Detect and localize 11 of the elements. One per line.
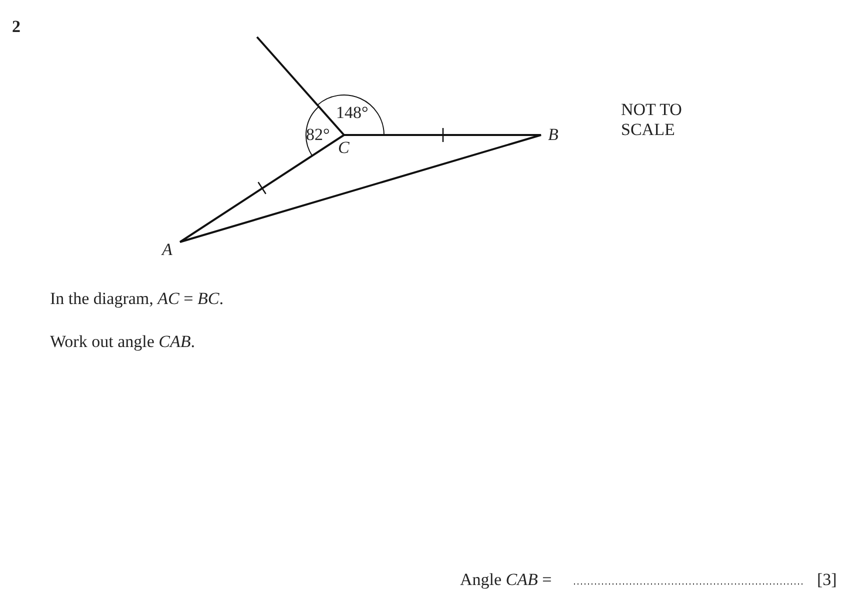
scale-note: NOT TO SCALE [621, 100, 683, 140]
answer-label: Angle CAB = [460, 570, 552, 590]
vertex-label: A [162, 240, 172, 260]
question-text: Work out angle CAB. [50, 332, 195, 352]
question-text: In the diagram, AC = BC. [50, 289, 224, 309]
vertex-label: C [338, 138, 350, 158]
question-number: 2 [12, 17, 20, 37]
vertex-label: B [548, 125, 558, 145]
marks-label: [3] [817, 570, 837, 590]
angle-label: 82° [306, 125, 330, 145]
angle-label: 148° [336, 103, 368, 123]
